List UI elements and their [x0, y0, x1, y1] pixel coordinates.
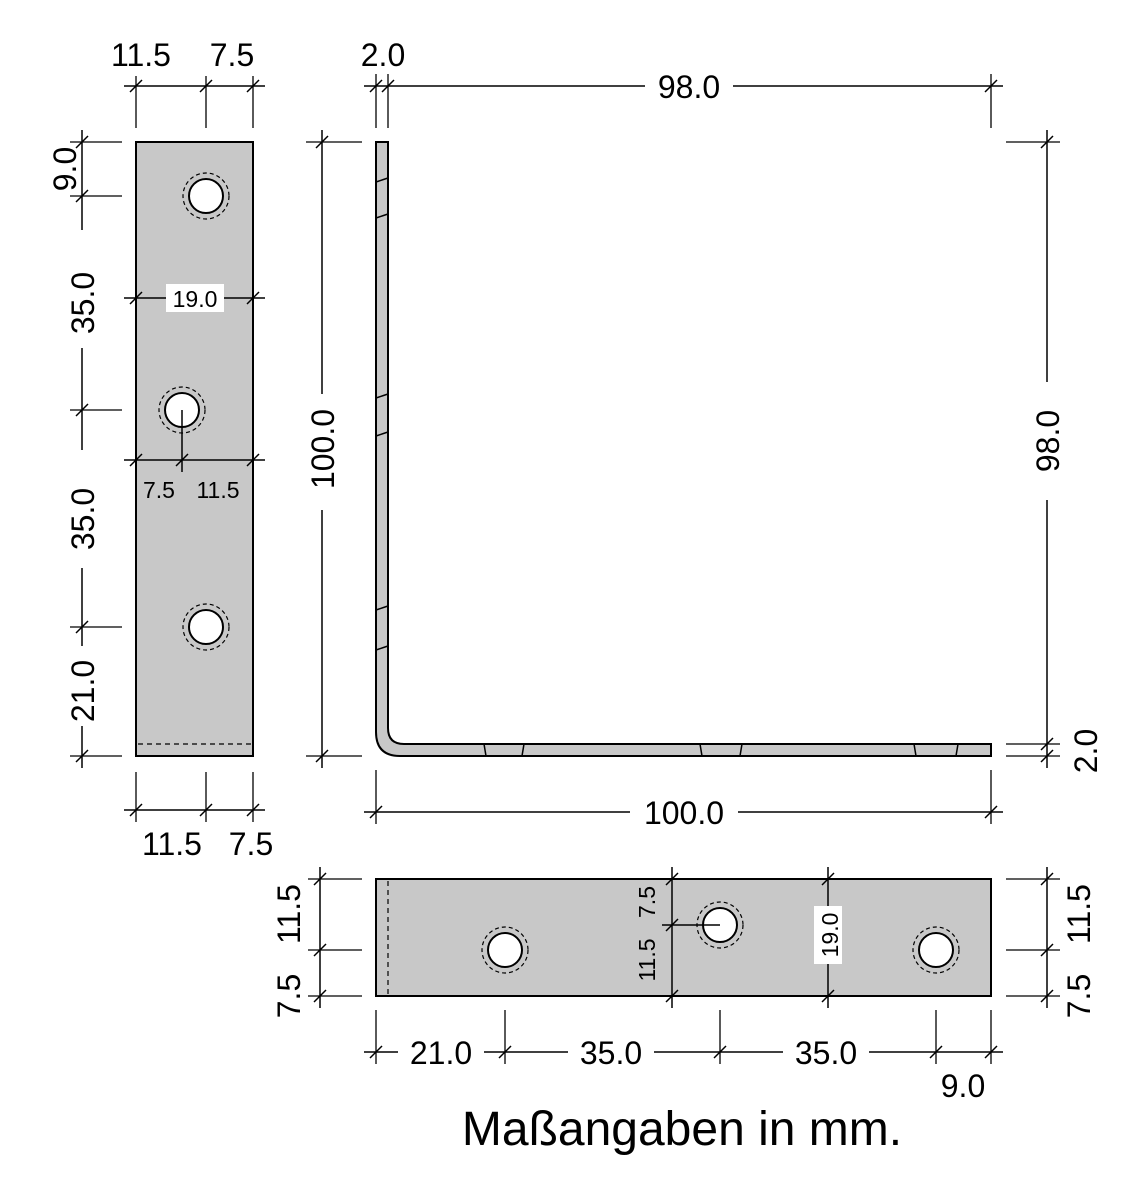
bottom-view: 11.5 7.5 11.5 7.5	[271, 867, 1097, 1104]
side-left-height: 100.0	[305, 409, 341, 489]
left-plate	[135, 141, 254, 757]
bottom-chain-dimension: 21.0 35.0 35.0 9.0	[364, 1010, 1003, 1104]
left-vertical-dim-4: 21.0	[65, 660, 101, 722]
side-right-height: 98.0	[1030, 410, 1066, 472]
side-bottom-dimension: 100.0	[364, 770, 1003, 831]
profile-hatch	[375, 177, 959, 757]
left-vertical-dim-1: 9.0	[47, 147, 83, 191]
side-thickness-top: 2.0	[361, 37, 405, 73]
angle-profile	[375, 141, 992, 757]
left-hole-offset-1: 7.5	[143, 477, 175, 503]
bottom-right-dimension: 11.5 7.5	[1006, 867, 1097, 1018]
bottom-hole-1-dashed	[481, 926, 529, 974]
bottom-hole-3-dashed	[912, 926, 960, 974]
left-hole-3	[188, 609, 224, 645]
side-top-dimension: 2.0 98.0	[361, 37, 1003, 128]
bottom-chain-dim-3: 35.0	[795, 1035, 857, 1071]
left-hole-1	[188, 178, 224, 214]
left-bottom-dim-2: 7.5	[229, 826, 273, 862]
side-right-thickness: 2.0	[1068, 729, 1104, 773]
caption: Maßangaben in mm.	[462, 1103, 902, 1156]
side-left-dimension: 100.0	[304, 130, 362, 768]
left-inner-width: 19.0	[173, 286, 218, 312]
bottom-chain-dim-1: 21.0	[410, 1035, 472, 1071]
left-top-dimension: 11.5 7.5	[111, 37, 265, 128]
bottom-hole-3	[918, 932, 954, 968]
bottom-chain-dim-2: 35.0	[580, 1035, 642, 1071]
bottom-hole-offset-dimension: 7.5 11.5	[634, 867, 720, 1008]
bottom-plate	[375, 878, 992, 997]
left-top-dim-2: 7.5	[210, 37, 254, 73]
bottom-chain-dim-4: 9.0	[941, 1068, 985, 1104]
bottom-inner-height: 19.0	[817, 913, 843, 958]
bottom-left-dim-2: 7.5	[271, 974, 307, 1018]
bottom-left-dimension: 11.5 7.5	[271, 867, 362, 1018]
side-bottom-length: 100.0	[644, 795, 724, 831]
left-hole-offset-2: 11.5	[196, 477, 239, 503]
left-hole-offset-dimension: 7.5 11.5	[124, 410, 265, 503]
bottom-right-dim-2: 7.5	[1061, 974, 1097, 1018]
bottom-inner-height-dimension: 19.0	[814, 867, 843, 1008]
left-inner-width-dimension: 19.0	[124, 284, 265, 312]
bottom-hole-1	[487, 932, 523, 968]
side-top-length: 98.0	[658, 69, 720, 105]
left-vertical-dim-2: 35.0	[65, 272, 101, 334]
left-vertical-dimension: 9.0 35.0 35.0 21.0	[47, 130, 122, 768]
left-bottom-dimension: 11.5 7.5	[124, 772, 273, 862]
left-vertical-dim-3: 35.0	[65, 488, 101, 550]
left-view: 11.5 7.5 11.5 7.5	[47, 37, 273, 862]
bottom-left-dim-1: 11.5	[271, 884, 307, 944]
left-top-dim-1: 11.5	[111, 37, 171, 73]
left-bottom-dim-1: 11.5	[142, 826, 202, 862]
side-right-dimension: 98.0 2.0	[1006, 130, 1104, 773]
left-hole-1-dashed	[182, 172, 230, 220]
left-hole-3-dashed	[182, 603, 230, 651]
bottom-hole-offset-2: 11.5	[634, 938, 660, 981]
bottom-hole-offset-1: 7.5	[634, 886, 660, 918]
side-view: 2.0 98.0 100.0 98.0 2.0	[304, 37, 1104, 831]
bottom-right-dim-1: 11.5	[1061, 884, 1097, 944]
